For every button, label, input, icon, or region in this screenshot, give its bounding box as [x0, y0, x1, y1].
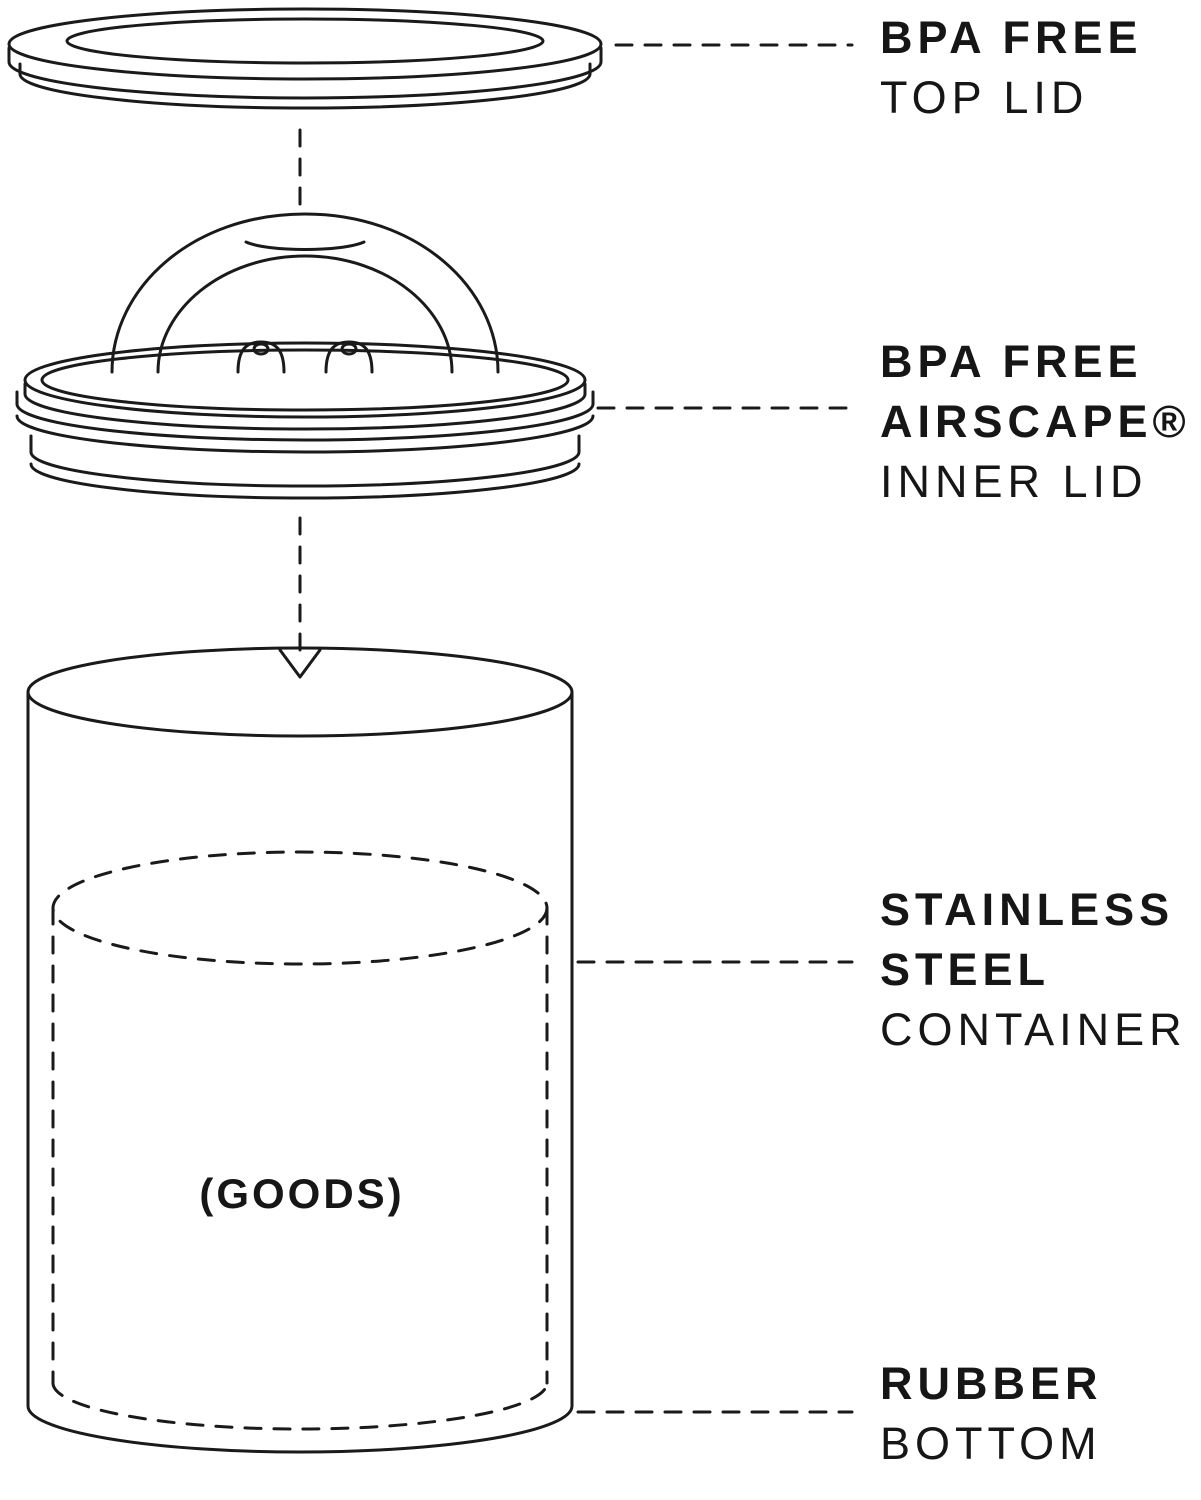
label-top-lid-line2: TOP LID	[880, 72, 1089, 123]
label-rubber-bottom: RUBBER BOTTOM	[880, 1354, 1103, 1474]
inner-lid-flange-sides	[15, 390, 595, 406]
inner-lid-flange-bottom	[15, 414, 595, 454]
label-container: STAINLESS STEEL CONTAINER	[880, 880, 1187, 1060]
goods-fill-bottom	[51, 1381, 549, 1431]
label-rubber-bottom-line2: BOTTOM	[880, 1418, 1102, 1469]
assembly-axis	[278, 128, 322, 679]
label-inner-lid-line3: INNER LID	[880, 456, 1148, 507]
label-container-line2: STEEL	[880, 944, 1051, 995]
inner-lid-drawing	[15, 212, 595, 500]
inner-lid-top-rim	[23, 341, 587, 419]
inner-lid-flange-top	[15, 402, 595, 442]
handle-inner	[156, 254, 454, 374]
inner-lid-upper-ring	[23, 382, 587, 431]
top-lid-groove-sides	[18, 62, 592, 76]
goods-label: (GOODS)	[199, 1170, 405, 1217]
handle-highlight	[244, 240, 366, 251]
container-top-rim	[26, 646, 574, 738]
label-rubber-bottom-line1: RUBBER	[880, 1358, 1103, 1409]
inner-lid-top-inner-line	[40, 348, 570, 412]
handle-outer	[110, 212, 500, 374]
valve-knob-left	[236, 340, 286, 374]
container-drawing	[26, 646, 574, 1454]
goods-fill-top	[51, 850, 549, 966]
top-lid-bottom-edge	[18, 72, 592, 110]
inner-lid-bottom-edge	[29, 462, 581, 500]
label-container-line3: CONTAINER	[880, 1004, 1187, 1055]
leader-lines	[576, 43, 854, 1414]
label-top-lid-line1: BPA FREE	[880, 12, 1143, 63]
label-top-lid: BPA FREE TOP LID	[880, 8, 1143, 128]
down-arrow-icon	[278, 648, 322, 679]
top-lid-skirt	[7, 46, 603, 100]
label-inner-lid: BPA FREE AIRSCAPE® INNER LID	[880, 332, 1191, 512]
top-lid-drawing	[7, 7, 603, 110]
top-lid-outer-rim	[7, 7, 603, 81]
valve-knob-right	[324, 340, 374, 374]
label-inner-lid-line2: AIRSCAPE®	[880, 396, 1191, 447]
top-lid-inner-recess	[65, 17, 545, 65]
container-body	[26, 690, 574, 1454]
label-inner-lid-line1: BPA FREE	[880, 336, 1143, 387]
label-container-line1: STAINLESS	[880, 884, 1175, 935]
inner-lid-lower-ring	[29, 434, 581, 488]
